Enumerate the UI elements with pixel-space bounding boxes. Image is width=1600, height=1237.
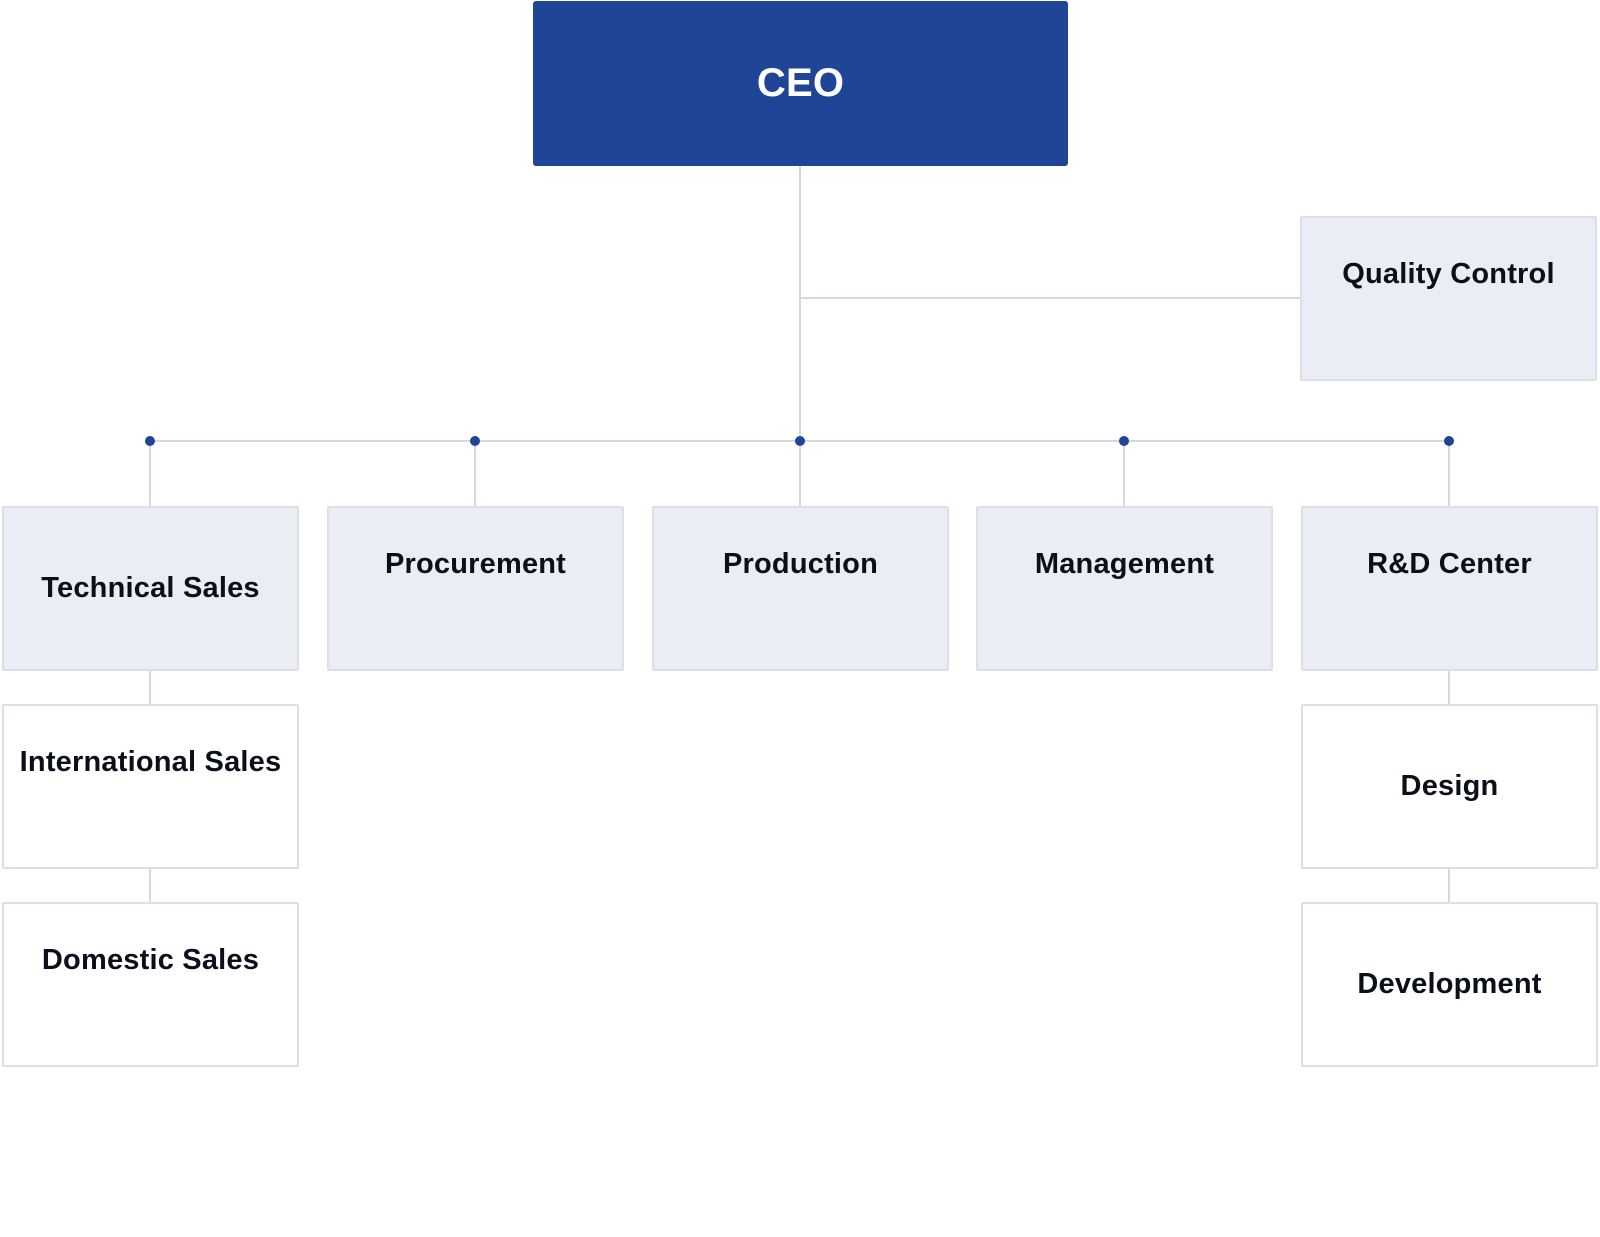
junction-dot: [1444, 436, 1454, 446]
junction-dot: [145, 436, 155, 446]
department-procurement: Procurement: [327, 506, 624, 671]
ceo-box: CEO: [533, 1, 1068, 166]
connector-ceo-trunk: [799, 165, 801, 442]
department-management: Management: [976, 506, 1273, 671]
department-production: Production: [652, 506, 949, 671]
unit-development: Development: [1301, 902, 1598, 1067]
connector-rd-center: [1448, 440, 1450, 508]
junction-dot: [795, 436, 805, 446]
unit-label: Design: [1400, 770, 1499, 802]
connector-international-to-domestic: [149, 868, 151, 903]
connector-production: [799, 440, 801, 508]
department-label: Management: [1034, 548, 1215, 580]
unit-label: Development: [1357, 968, 1542, 1000]
connector-rd-to-design: [1448, 670, 1450, 705]
connector-quality-control: [800, 297, 1300, 299]
quality-control-label: Quality Control: [1342, 258, 1555, 290]
department-technical-sales: Technical Sales: [2, 506, 299, 671]
unit-label: Domestic Sales: [41, 944, 260, 976]
junction-dot: [470, 436, 480, 446]
connector-technical-sales: [149, 440, 151, 508]
ceo-label: CEO: [756, 61, 845, 105]
connector-technical-to-international: [149, 670, 151, 705]
department-label: Technical Sales: [41, 572, 260, 604]
connector-management: [1123, 440, 1125, 508]
department-rd-center: R&D Center: [1301, 506, 1598, 671]
department-label: R&D Center: [1367, 548, 1532, 580]
connector-design-to-development: [1448, 868, 1450, 903]
unit-label: International Sales: [19, 746, 282, 778]
unit-international-sales: International Sales: [2, 704, 299, 869]
connector-procurement: [474, 440, 476, 508]
unit-design: Design: [1301, 704, 1598, 869]
junction-dot: [1119, 436, 1129, 446]
quality-control-box: Quality Control: [1300, 216, 1597, 381]
unit-domestic-sales: Domestic Sales: [2, 902, 299, 1067]
department-label: Procurement: [384, 548, 567, 580]
department-label: Production: [722, 548, 879, 580]
